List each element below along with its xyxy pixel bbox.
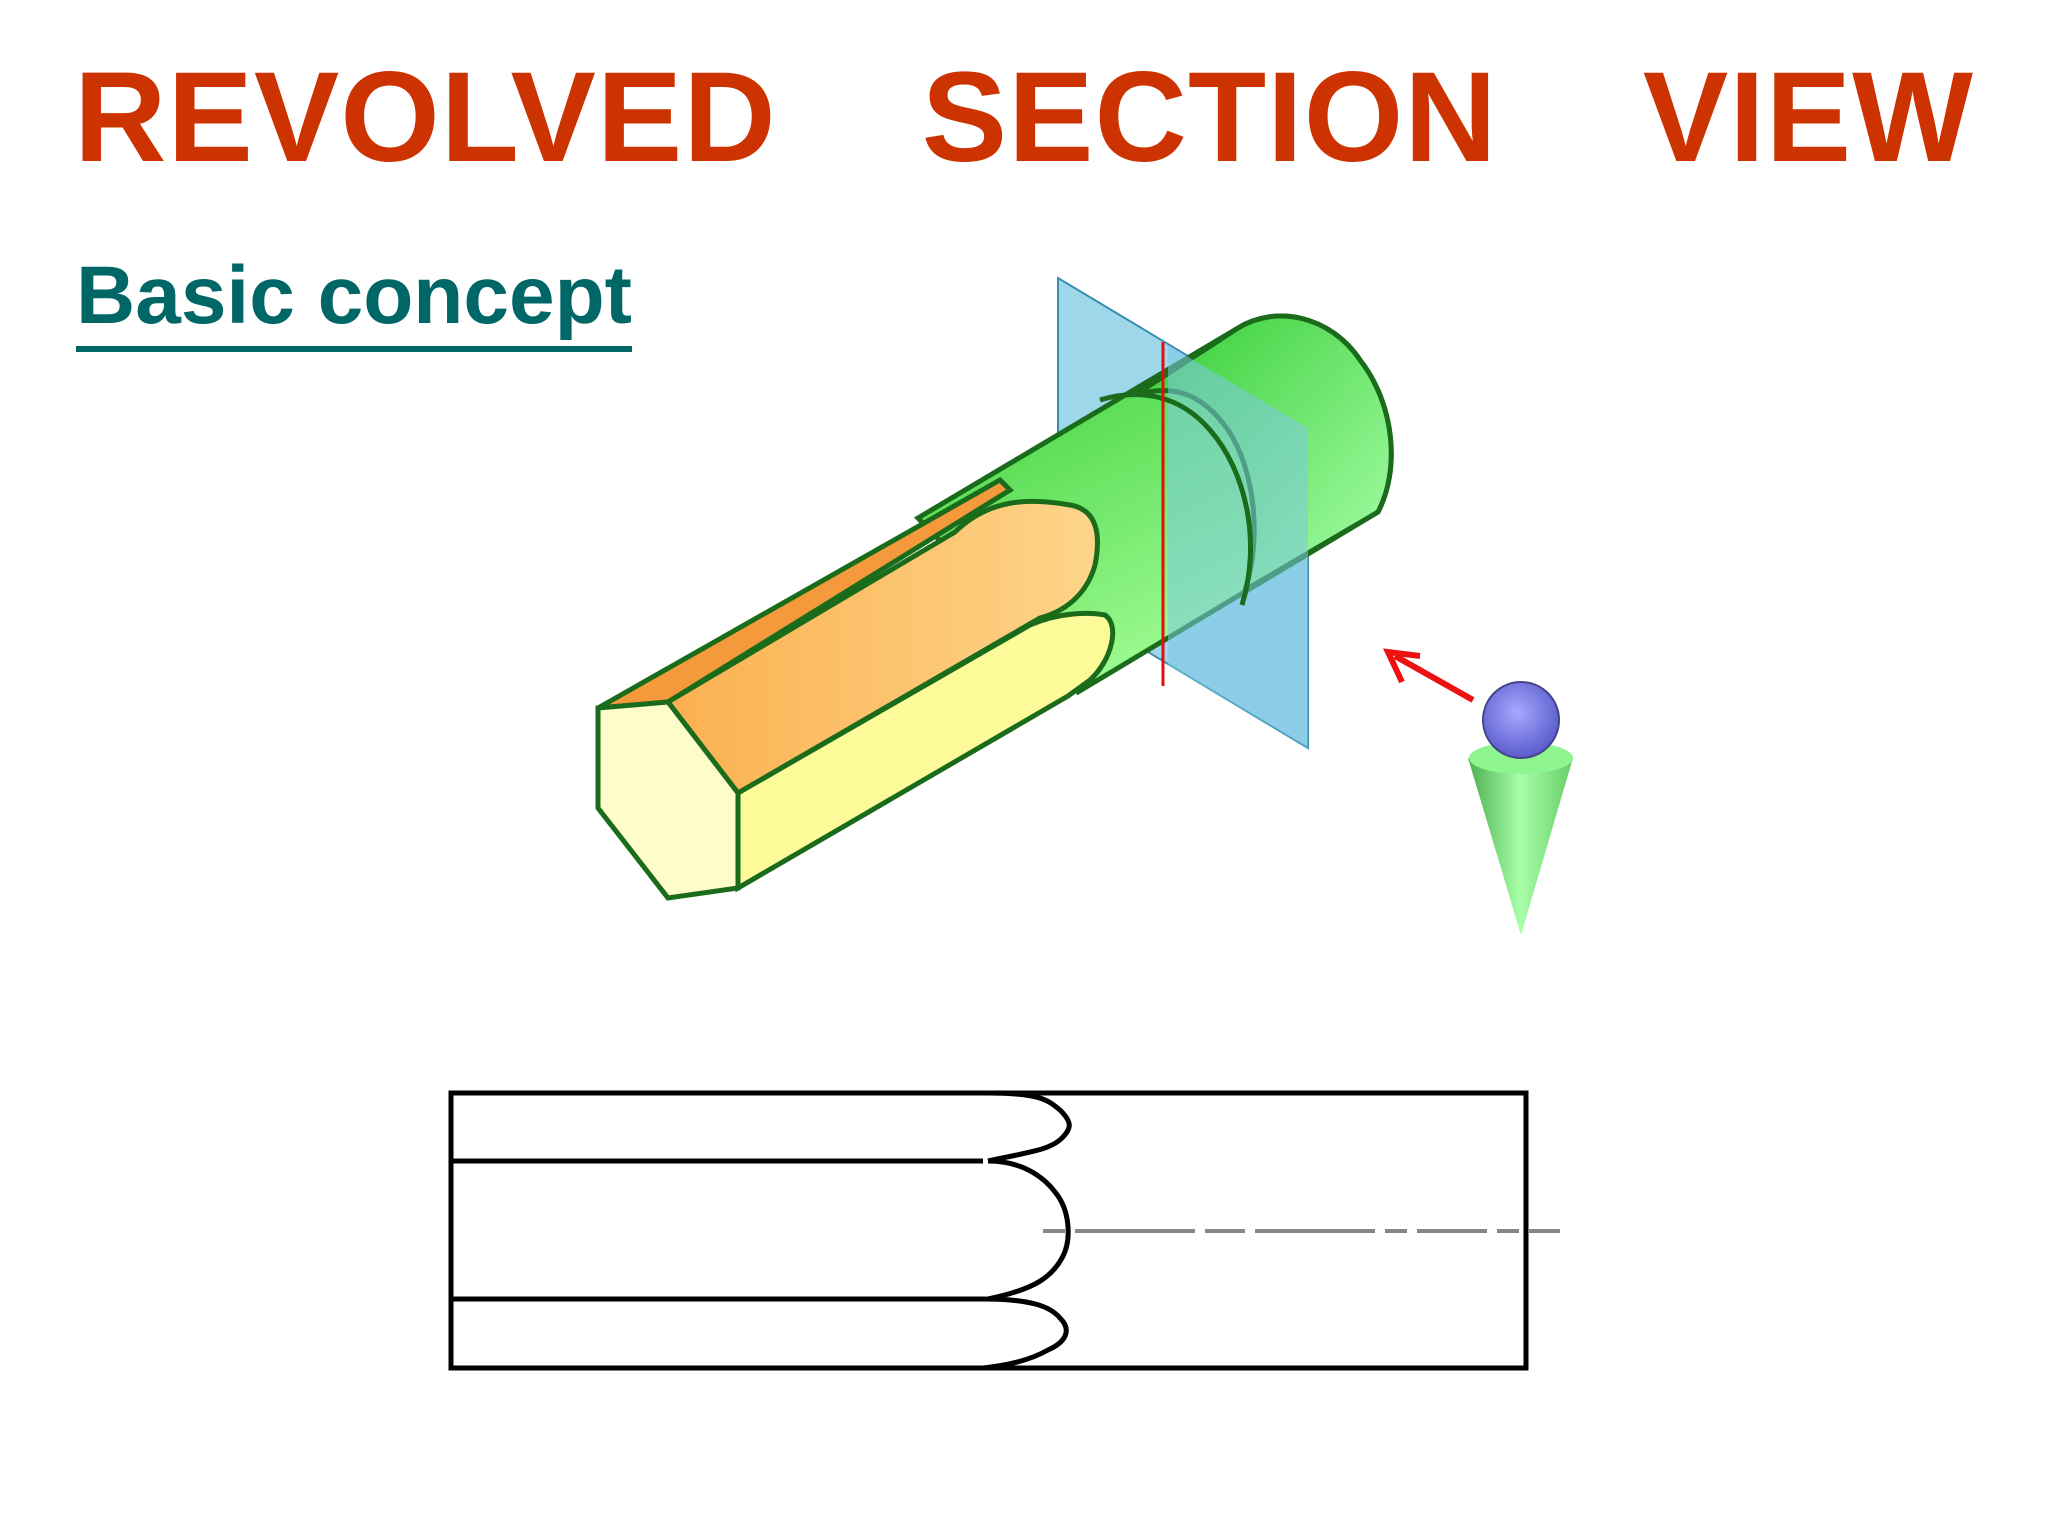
orthographic-view	[448, 1090, 1529, 1371]
cutting-plane-front	[1168, 345, 1308, 748]
shoulder-curve-middle	[987, 1158, 1071, 1302]
hex-upper-face	[664, 498, 1100, 797]
shoulder-step	[1099, 392, 1254, 606]
observer-head	[1482, 681, 1560, 759]
slide-title: REVOLVED SECTION VIEW	[74, 46, 1974, 189]
section-heading: Basic concept	[76, 248, 632, 352]
observer-eye-icon	[1468, 681, 1573, 935]
hex-lower-face	[735, 610, 1116, 893]
isometric-shaft	[595, 276, 1394, 901]
observer-body	[1468, 758, 1573, 935]
shoulder-curve-top	[987, 1090, 1072, 1164]
hex-end-face	[595, 699, 741, 901]
arrow-up-left-icon	[1382, 648, 1475, 703]
shoulder-curve-bottom	[982, 1296, 1069, 1371]
